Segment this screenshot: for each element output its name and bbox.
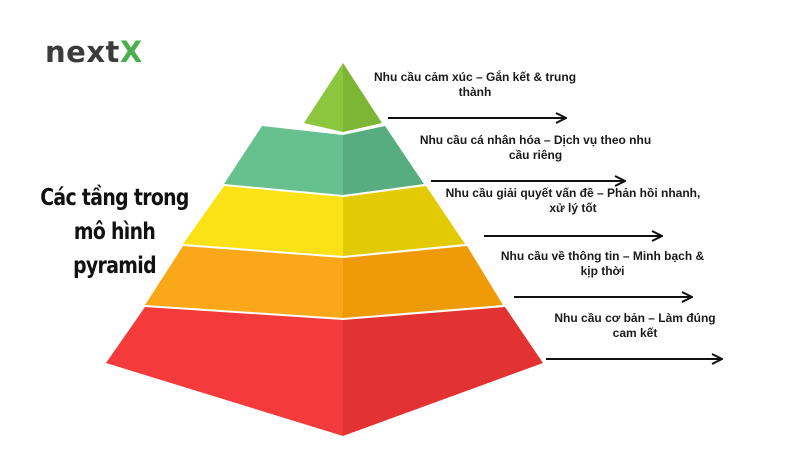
logo-accent-text: X <box>119 35 143 69</box>
pyramid-tier-4-right-face <box>343 246 503 318</box>
tier-label-problem-solving: Nhu cầu giải quyết vấn đề – Phản hồi nha… <box>445 186 701 215</box>
logo-text: next <box>45 35 120 69</box>
pyramid-tier-3-right-face <box>343 186 465 256</box>
tier-label-basic: Nhu cầu cơ bản – Làm đúng cam kết <box>554 311 716 340</box>
pyramid-tier-2-left-face <box>224 126 343 195</box>
pyramid-tier-5-left-face <box>106 307 343 436</box>
pyramid-tier-1-left-face <box>304 63 343 132</box>
tier-label-information: Nhu cầu về thông tin – Minh bạch & kịp t… <box>500 249 705 278</box>
diagram-title: Các tầng trong mô hình pyramid <box>40 185 189 279</box>
pyramid-tier-5-right-face <box>343 307 543 436</box>
pyramid-tier-1-right-face <box>343 63 382 132</box>
pyramid-tier-3-left-face <box>183 186 343 256</box>
tier-label-personalization: Nhu cầu cá nhân hóa – Dịch vụ theo nhu c… <box>419 133 652 162</box>
pyramid-tier-2-right-face <box>343 126 424 195</box>
tier-label-emotional: Nhu cầu cảm xúc – Gắn kết & trung thành <box>373 70 577 99</box>
nextx-logo: nextX <box>45 38 143 67</box>
pyramid-tier-4-left-face <box>145 246 343 318</box>
